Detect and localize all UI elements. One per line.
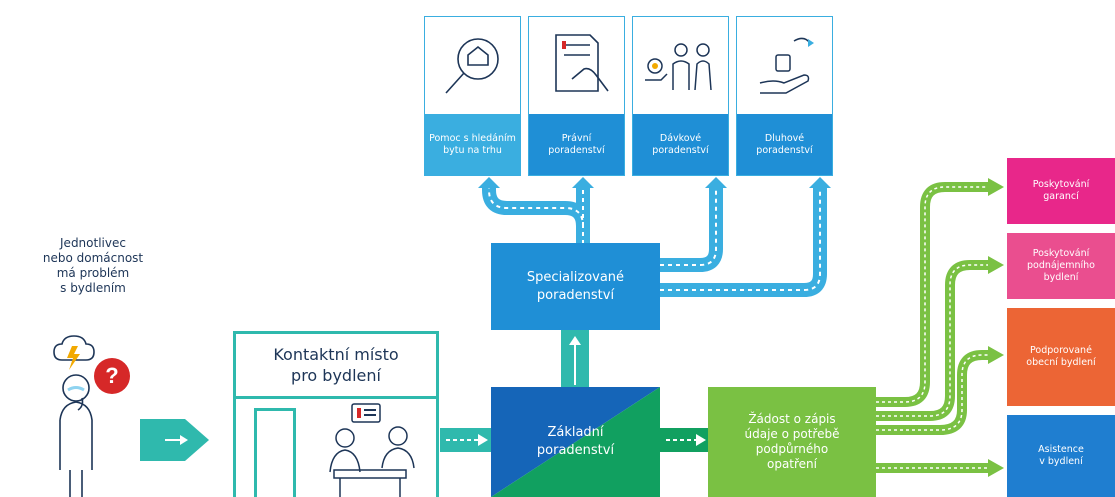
outcome-guarantees: Poskytování garancí	[1007, 158, 1115, 224]
service-benefits: Dávkové poradenství	[632, 16, 729, 176]
service-debt: Dluhové poradenství	[736, 16, 833, 176]
request-box: Žádost o zápis údaje o potřebě podpůrnéh…	[708, 387, 876, 497]
outcome-housing-assistance: Asistence v bydlení	[1007, 415, 1115, 497]
basic-counseling-background	[491, 387, 660, 497]
consultation-icon	[329, 403, 415, 497]
service-label: Dluhové poradenství	[737, 114, 832, 175]
request-label: Žádost o zápis údaje o potřebě podpůrnéh…	[744, 412, 840, 471]
service-housing-search: Pomoc s hledáním bytu na trhu	[424, 16, 521, 176]
contact-point-sign: Kontaktní místo pro bydlení	[233, 331, 439, 399]
benefits-family-icon	[633, 17, 728, 115]
contact-point-title: Kontaktní místo pro bydlení	[273, 345, 399, 385]
service-label: Právní poradenství	[529, 114, 624, 175]
service-label: Dávkové poradenství	[633, 114, 728, 175]
outcome-sublease-housing: Poskytování podnájemního bydlení	[1007, 233, 1115, 299]
debt-coins-icon	[737, 17, 832, 115]
specialized-counseling-label: Specializované poradenství	[526, 269, 625, 303]
worried-person-icon	[53, 335, 95, 497]
door-icon	[254, 408, 296, 497]
service-label: Pomoc s hledáním bytu na trhu	[425, 114, 520, 175]
basic-counseling-label: Základní poradenství	[536, 425, 615, 458]
basic-counseling-box: Základní poradenství	[491, 387, 660, 497]
outcome-supported-municipal-housing: Podporované obecní bydlení	[1007, 308, 1115, 406]
house-search-icon	[425, 17, 520, 115]
question-badge: ?	[94, 358, 130, 394]
person-description: Jednotlivec nebo domácnost má problém s …	[42, 236, 144, 295]
specialized-counseling-box: Specializované poradenství	[491, 243, 660, 330]
legal-document-icon	[529, 17, 624, 115]
service-legal: Právní poradenství	[528, 16, 625, 176]
